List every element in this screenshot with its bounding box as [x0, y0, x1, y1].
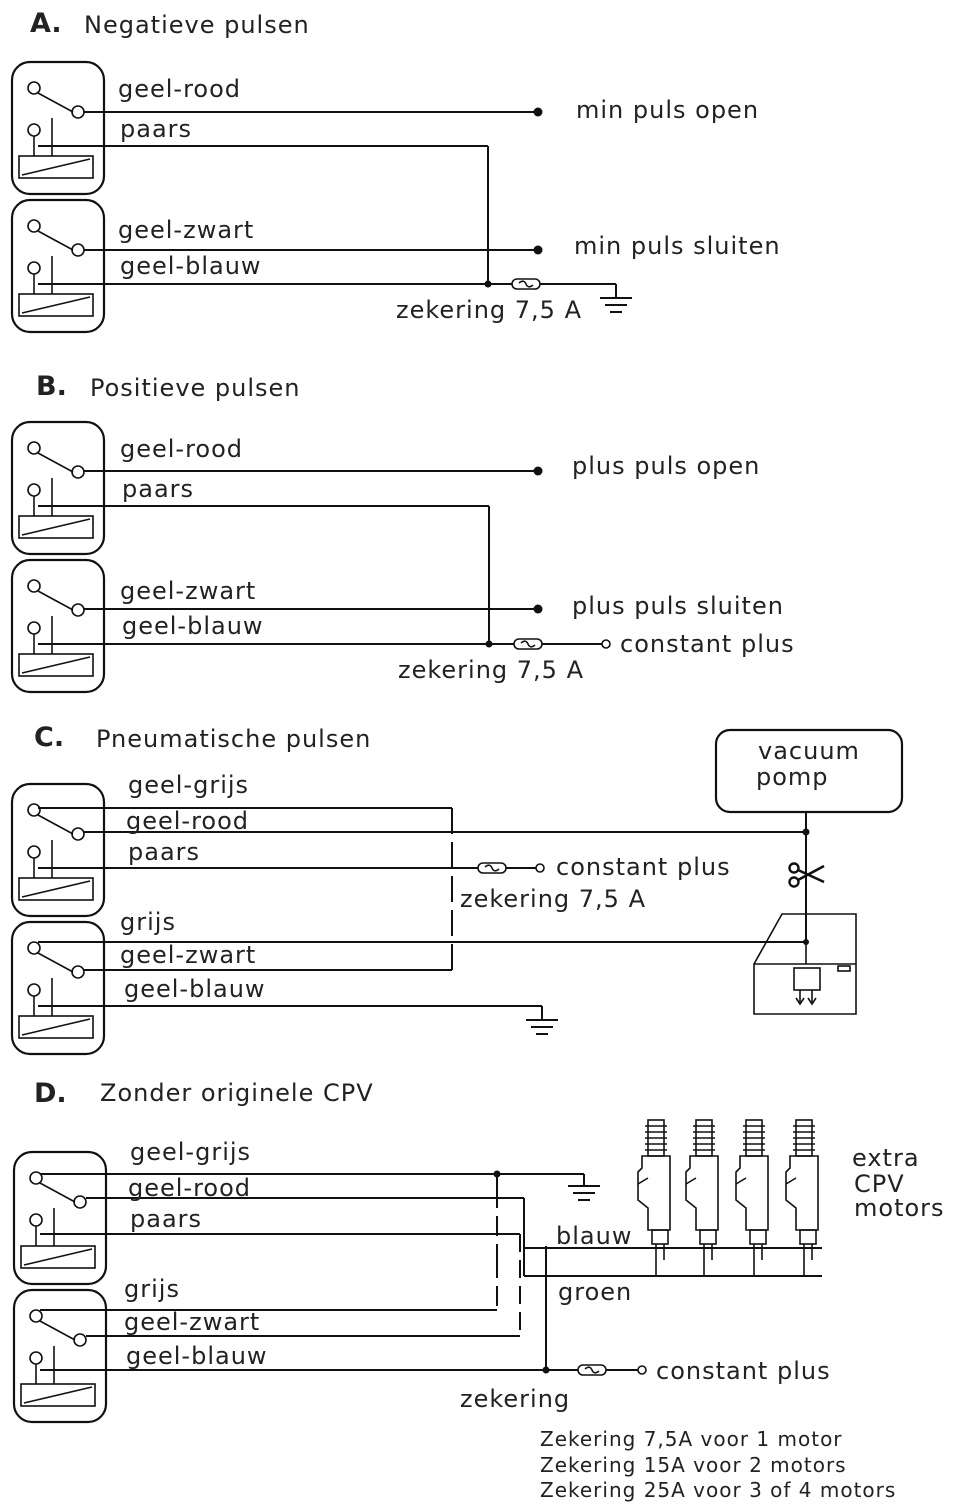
- fuse-c-icon: [477, 862, 507, 874]
- ground-d-icon: [567, 1185, 601, 1201]
- pump-label: pomp: [756, 763, 829, 791]
- wire-label: geel-grijs: [130, 1138, 251, 1166]
- wire-label: grijs: [120, 908, 176, 936]
- relay-d1-icon: [12, 1150, 108, 1286]
- wire-label: geel-zwart: [124, 1308, 260, 1336]
- wire-label: paars: [120, 115, 192, 143]
- relay-a1-icon: [10, 60, 106, 196]
- relay-b1-icon: [10, 420, 106, 556]
- section-d: D. Zonder originele CPV geel-gri: [12, 1078, 945, 1502]
- section-a-title: Negatieve pulsen: [84, 11, 310, 39]
- section-b-letter: B.: [36, 371, 67, 402]
- motors-label: motors: [854, 1194, 945, 1222]
- wire-label: geel-blauw: [122, 612, 264, 640]
- section-d-title: Zonder originele CPV: [100, 1079, 374, 1107]
- cpv-motor-icon: [637, 1119, 671, 1261]
- supply-label: constant plus: [656, 1357, 831, 1385]
- output-label: min puls open: [576, 96, 759, 124]
- wire-label: paars: [130, 1205, 202, 1233]
- fuse-b-icon: [513, 638, 543, 650]
- fuse-d-icon: [577, 1364, 607, 1376]
- motors-label: extra: [852, 1144, 920, 1172]
- cpv-motor-icon: [785, 1119, 819, 1261]
- wire-label: geel-blauw: [126, 1342, 268, 1370]
- supply-label: constant plus: [620, 630, 795, 658]
- motor-wire-label: blauw: [556, 1222, 632, 1250]
- motors-label: CPV: [854, 1170, 905, 1198]
- section-c-title: Pneumatische pulsen: [96, 725, 371, 753]
- wire-label: geel-zwart: [120, 941, 256, 969]
- section-d-letter: D.: [34, 1078, 67, 1109]
- fuse-a-icon: [511, 278, 541, 290]
- pump-label: vacuum: [758, 737, 860, 765]
- wire-label: geel-rood: [118, 75, 241, 103]
- section-c: C. Pneumatische pulsen vacuum pomp: [10, 722, 904, 1056]
- relay-b2-icon: [10, 558, 106, 694]
- output-label: plus puls sluiten: [572, 592, 784, 620]
- relay-a2-icon: [10, 198, 106, 334]
- scissors-icon: [788, 862, 825, 888]
- cpv-motor-icon: [735, 1119, 769, 1261]
- fuse-label: zekering: [460, 1385, 570, 1413]
- wire-label: paars: [128, 838, 200, 866]
- wire-label: geel-zwart: [118, 216, 254, 244]
- fuse-label: zekering 7,5 A: [398, 656, 584, 684]
- supply-label: constant plus: [556, 853, 731, 881]
- motor-wire-label: groen: [558, 1278, 632, 1306]
- section-a-letter: A.: [30, 8, 62, 39]
- central-lock-unit: [753, 913, 857, 1015]
- output-label: plus puls open: [572, 452, 760, 480]
- section-a: A. Negatieve pulsen geel-rood paars geel…: [10, 8, 781, 334]
- fuse-label: zekering 7,5 A: [396, 296, 582, 324]
- ground-c-icon: [525, 1019, 559, 1035]
- output-label: min puls sluiten: [574, 232, 781, 260]
- ground-a-icon: [599, 297, 633, 313]
- cpv-motor-icon: [685, 1119, 719, 1261]
- fuse-note: Zekering 25A voor 3 of 4 motors: [540, 1478, 896, 1502]
- fuse-label: zekering 7,5 A: [460, 885, 646, 913]
- relay-c1-icon: [10, 782, 106, 918]
- wire-label: geel-zwart: [120, 577, 256, 605]
- fuse-note: Zekering 7,5A voor 1 motor: [540, 1427, 843, 1451]
- wire-label: geel-rood: [128, 1174, 251, 1202]
- section-b: B. Positieve pulsen geel-rood paars geel…: [10, 371, 795, 694]
- wire-label: paars: [122, 475, 194, 503]
- wire-label: geel-blauw: [124, 975, 266, 1003]
- fuse-note: Zekering 15A voor 2 motors: [540, 1453, 847, 1477]
- wire-label: grijs: [124, 1275, 180, 1303]
- wire-label: geel-rood: [126, 807, 249, 835]
- section-b-title: Positieve pulsen: [90, 374, 301, 402]
- wire-label: geel-rood: [120, 435, 243, 463]
- vacuum-pump-box: [714, 728, 904, 814]
- wire-label: geel-grijs: [128, 771, 249, 799]
- wire-label: geel-blauw: [120, 252, 262, 280]
- section-c-letter: C.: [34, 722, 64, 753]
